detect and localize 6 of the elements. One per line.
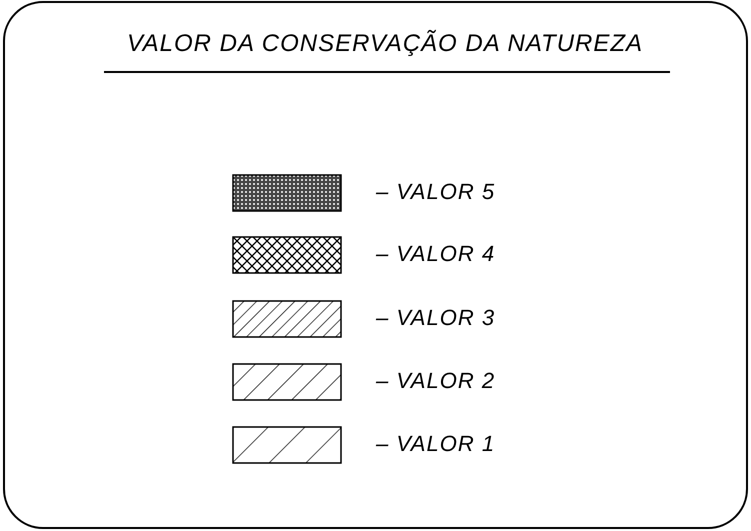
legend-label: – VALOR 5 [376, 179, 496, 205]
title: VALOR DA CONSERVAÇÃO DA NATUREZA [126, 30, 644, 58]
legend-label: – VALOR 1 [376, 431, 496, 457]
legend-label: – VALOR 2 [376, 368, 496, 394]
legend-label: – VALOR 4 [376, 241, 496, 267]
legend-label: – VALOR 3 [376, 305, 496, 331]
